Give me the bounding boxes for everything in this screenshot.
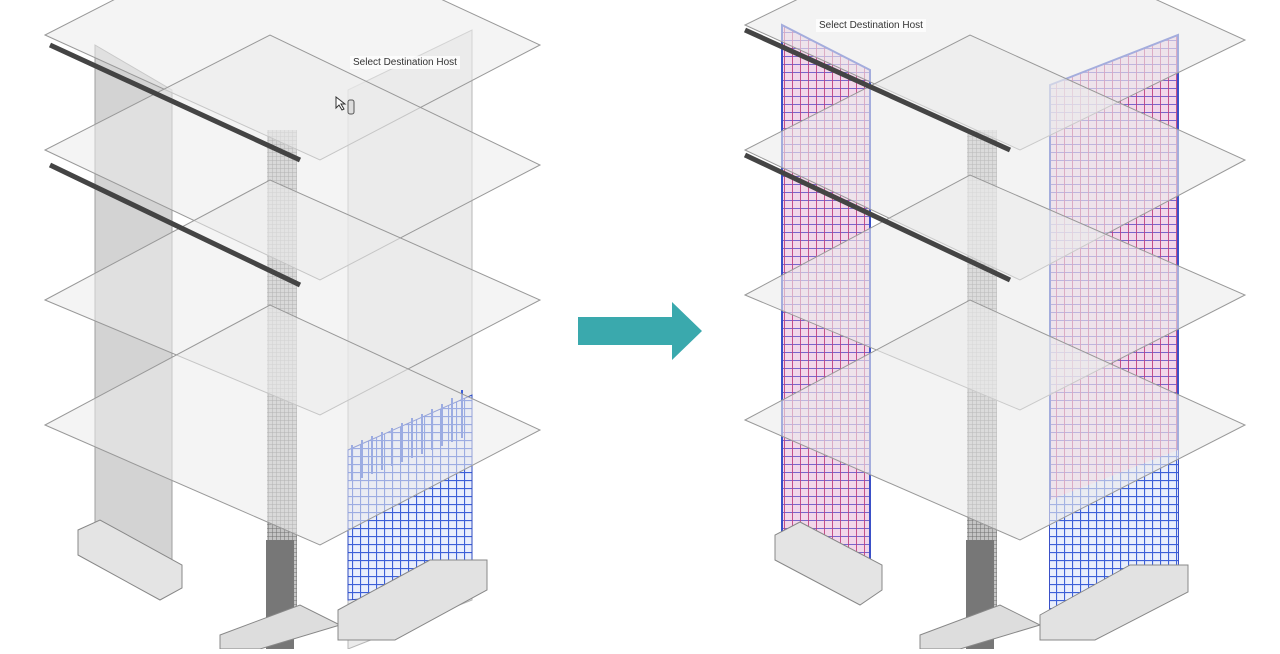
- select-destination-host-tooltip: Select Destination Host: [350, 56, 460, 69]
- beams: [48, 42, 302, 288]
- right-arrow-icon: [578, 302, 702, 360]
- column-footing: [919, 604, 1042, 650]
- footing-left: [77, 519, 183, 601]
- select-destination-host-tooltip: Select Destination Host: [816, 19, 926, 32]
- footing-right: [337, 559, 488, 641]
- before-model-view[interactable]: Select Destination Host: [0, 0, 560, 650]
- footing-right: [1039, 564, 1189, 641]
- pointer-arrow-icon: [335, 96, 355, 115]
- column-footing: [219, 604, 342, 650]
- beams: [743, 27, 1012, 283]
- floor-slabs: [743, 0, 1247, 541]
- structural-model-before: [43, 0, 542, 650]
- structural-model-after: [743, 0, 1247, 650]
- after-model-view[interactable]: Select Destination Host: [720, 0, 1280, 650]
- footing-left: [774, 521, 883, 606]
